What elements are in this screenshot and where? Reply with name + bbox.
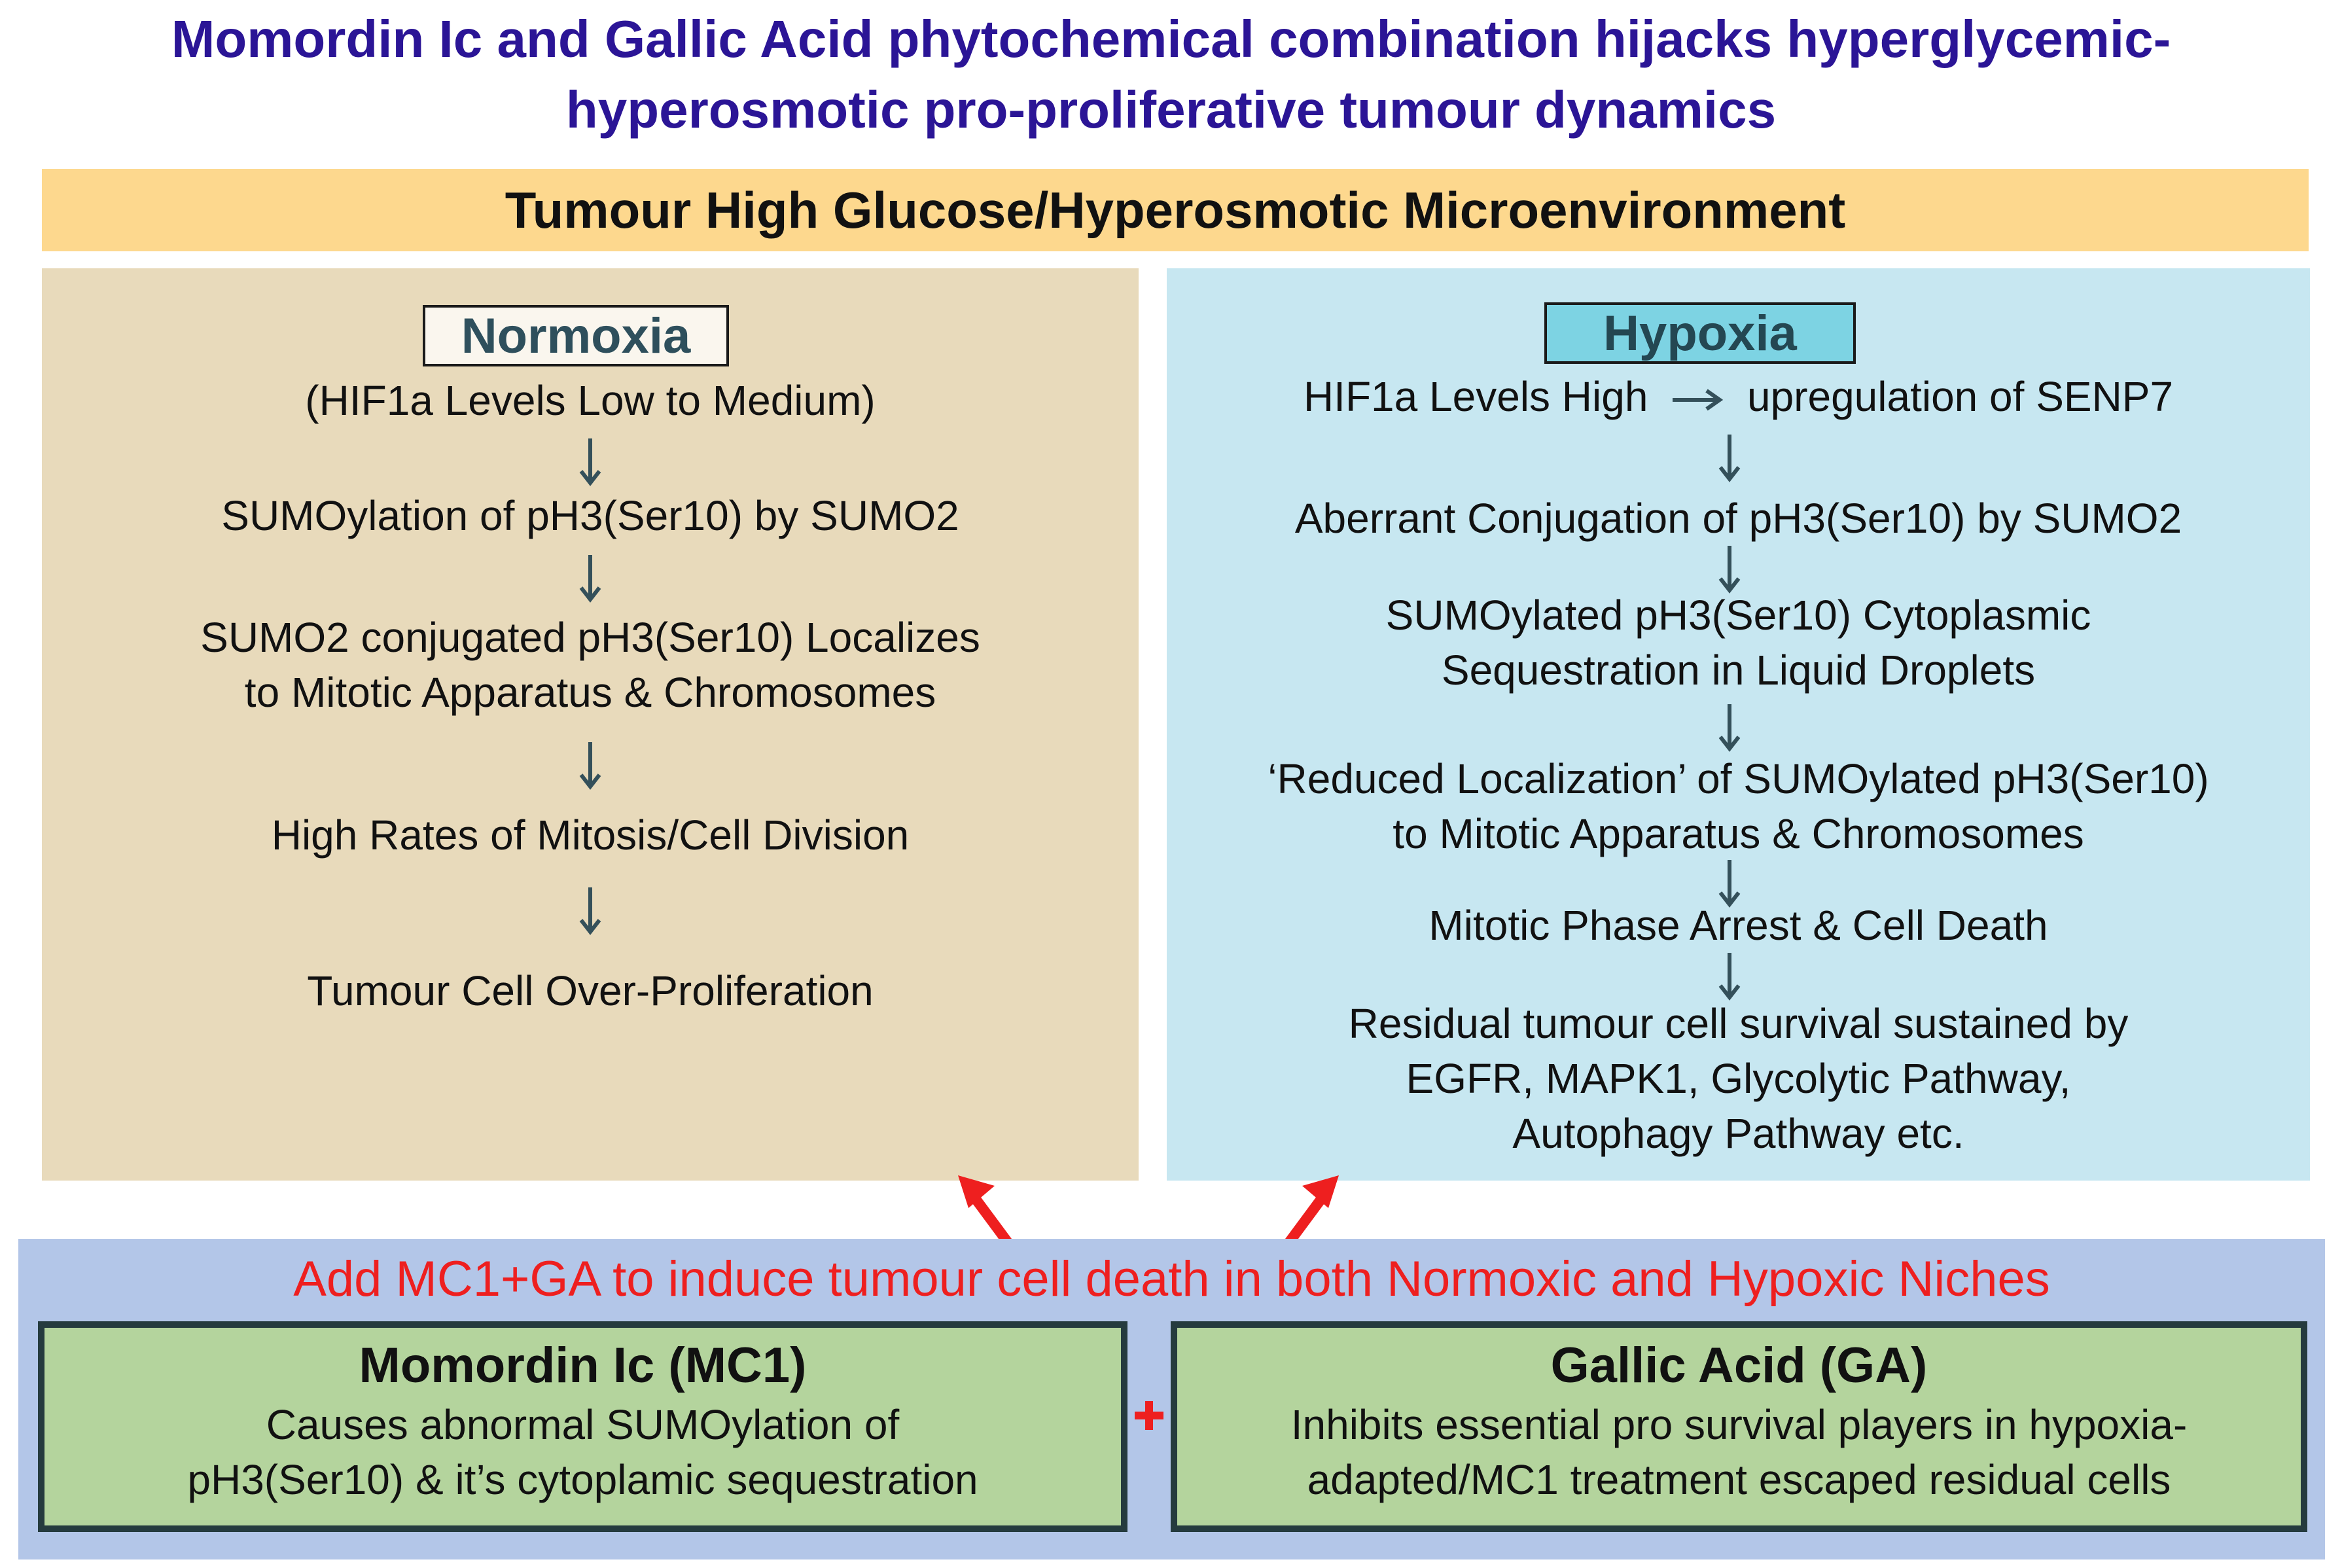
plus-icon xyxy=(1135,1401,1163,1430)
hypoxia-step-reduced-localization-2: to Mitotic Apparatus & Chromosomes xyxy=(1393,810,2084,857)
hypoxia-step-hif1a: HIF1a Levels High upregulation of SENP7 xyxy=(1167,369,2310,424)
down-arrow-icon xyxy=(1718,860,1741,908)
down-arrow-icon xyxy=(579,887,601,935)
hypoxia-step-mitotic-arrest: Mitotic Phase Arrest & Cell Death xyxy=(1428,902,2048,949)
title-line-1: Momordin Ic and Gallic Acid phytochemica… xyxy=(171,10,2171,68)
normoxia-step-localizes-1: SUMO2 conjugated pH3(Ser10) Localizes xyxy=(200,614,980,661)
down-arrow-icon xyxy=(579,555,601,603)
hypoxia-panel: Hypoxia HIF1a Levels High upregulation o… xyxy=(1167,268,2310,1181)
down-arrow-icon xyxy=(1718,546,1741,594)
hypoxia-step-sequestration-2: Sequestration in Liquid Droplets xyxy=(1441,647,2036,694)
ga-name: Gallic Acid (GA) xyxy=(1550,1338,1928,1393)
normoxia-step-sumoylation: SUMOylation of pH3(Ser10) by SUMO2 xyxy=(221,492,959,539)
normoxia-panel: Normoxia (HIF1a Levels Low to Medium) SU… xyxy=(42,268,1139,1181)
right-arrow-icon xyxy=(1673,389,1724,411)
title-line-2: hyperosmotic pro-proliferative tumour dy… xyxy=(565,80,1777,139)
normoxia-step-proliferation: Tumour Cell Over-Proliferation xyxy=(307,967,874,1014)
hypoxia-step-residual-2: EGFR, MAPK1, Glycolytic Pathway, xyxy=(1406,1055,2071,1102)
ga-box: Gallic Acid (GA) Inhibits essential pro … xyxy=(1171,1321,2307,1532)
ga-desc-line-1: Inhibits essential pro survival players … xyxy=(1290,1401,2188,1448)
down-arrow-icon xyxy=(1718,953,1741,1001)
down-arrow-icon xyxy=(1718,435,1741,482)
ga-desc-line-2: adapted/MC1 treatment escaped residual c… xyxy=(1307,1456,2171,1503)
treatment-panel: Add MC1+GA to induce tumour cell death i… xyxy=(18,1239,2325,1559)
normoxia-heading: Normoxia xyxy=(423,305,729,366)
banner-label: Tumour High Glucose/Hyperosmotic Microen… xyxy=(505,181,1846,239)
hypoxia-hif1a-label: HIF1a Levels High xyxy=(1303,373,1648,420)
normoxia-step-hif1a: (HIF1a Levels Low to Medium) xyxy=(305,377,876,424)
treatment-headline: Add MC1+GA to induce tumour cell death i… xyxy=(293,1251,2050,1307)
hypoxia-step-conjugation: Aberrant Conjugation of pH3(Ser10) by SU… xyxy=(1294,495,2182,542)
down-arrow-icon xyxy=(579,438,601,486)
normoxia-step-mitosis: High Rates of Mitosis/Cell Division xyxy=(271,811,910,859)
down-arrow-icon xyxy=(579,742,601,790)
hypoxia-step-residual-3: Autophagy Pathway etc. xyxy=(1512,1110,1964,1157)
microenvironment-banner: Tumour High Glucose/Hyperosmotic Microen… xyxy=(42,169,2309,251)
mc1-desc-line-2: pH3(Ser10) & it’s cytoplamic sequestrati… xyxy=(187,1456,978,1503)
hypoxia-senp7-label: upregulation of SENP7 xyxy=(1747,373,2174,420)
mc1-name: Momordin Ic (MC1) xyxy=(359,1338,807,1393)
mc1-desc-line-1: Causes abnormal SUMOylation of xyxy=(266,1401,900,1448)
normoxia-step-localizes-2: to Mitotic Apparatus & Chromosomes xyxy=(244,669,936,716)
hypoxia-step-residual-1: Residual tumour cell survival sustained … xyxy=(1348,1000,2129,1047)
page-title: Momordin Ic and Gallic Acid phytochemica… xyxy=(0,4,2342,145)
mc1-box: Momordin Ic (MC1) Causes abnormal SUMOyl… xyxy=(38,1321,1127,1532)
down-arrow-icon xyxy=(1718,704,1741,752)
hypoxia-heading: Hypoxia xyxy=(1544,302,1856,364)
hypoxia-step-reduced-localization-1: ‘Reduced Localization’ of SUMOylated pH3… xyxy=(1268,755,2209,802)
hypoxia-step-sequestration-1: SUMOylated pH3(Ser10) Cytoplasmic xyxy=(1385,592,2091,639)
